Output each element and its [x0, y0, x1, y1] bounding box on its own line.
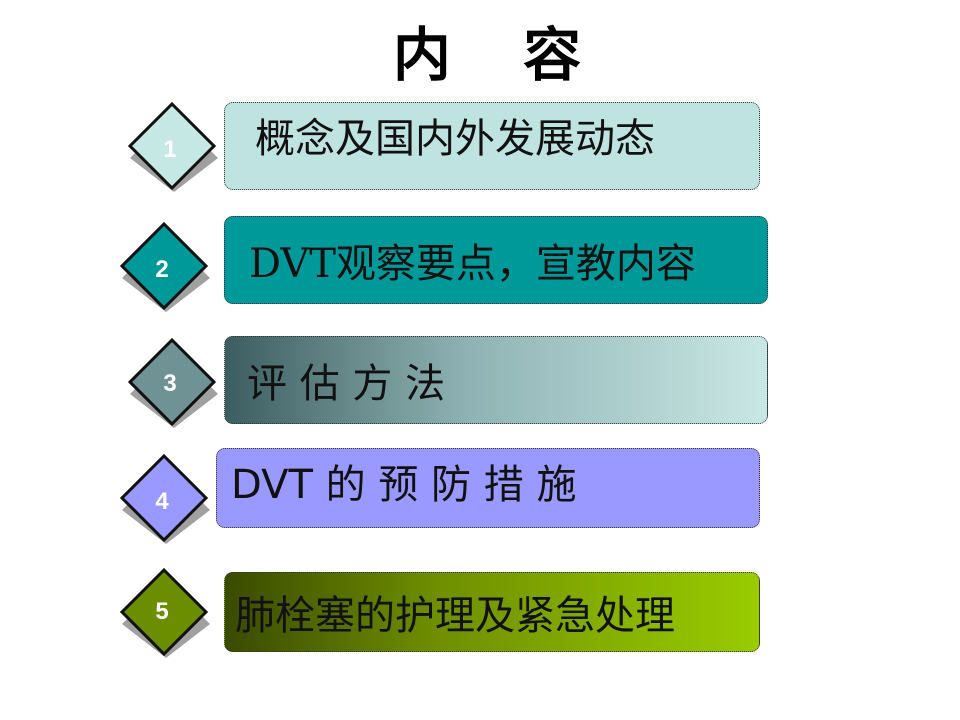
badge-number-5: 5	[155, 598, 169, 625]
number-badge-3: 3	[124, 334, 224, 434]
list-item-3: 3 评 估 方 法	[0, 334, 960, 434]
list-item-4: 4 DVT 的 预 防 措 施	[0, 446, 960, 546]
topic-label-1: 概念及国内外发展动态	[255, 116, 655, 162]
diamond-icon	[127, 101, 218, 192]
diamond-icon	[127, 337, 218, 428]
topic-label-3: 评 估 方 法	[247, 361, 446, 407]
list-item-1: 1 概念及国内外发展动态	[0, 98, 960, 198]
topic-label-4: DVT 的 预 防 措 施	[231, 462, 577, 508]
topic-box-2[interactable]: DVT观察要点，宣教内容	[224, 216, 768, 304]
number-badge-2: 2	[116, 218, 216, 318]
badge-number-4: 4	[155, 488, 169, 515]
topic-box-5[interactable]: 肺栓塞的护理及紧急处理	[224, 572, 760, 652]
badge-number-2: 2	[155, 256, 169, 283]
topic-box-4[interactable]: DVT 的 预 防 措 施	[216, 448, 760, 528]
topic-box-1[interactable]: 概念及国内外发展动态	[224, 102, 760, 190]
number-badge-4: 4	[116, 450, 216, 550]
topic-label-2: DVT观察要点，宣教内容	[249, 241, 696, 287]
badge-number-3: 3	[163, 370, 177, 397]
diamond-icon	[119, 221, 210, 312]
topic-label-5: 肺栓塞的护理及紧急处理	[235, 593, 675, 639]
number-badge-1: 1	[124, 98, 224, 198]
diamond-icon	[119, 567, 210, 658]
diamond-icon	[119, 453, 210, 544]
list-item-2: 2 DVT观察要点，宣教内容	[0, 214, 960, 314]
number-badge-5: 5	[116, 564, 216, 664]
slide-title: 内 容	[392, 21, 608, 89]
badge-number-1: 1	[163, 136, 177, 163]
topic-box-3[interactable]: 评 估 方 法	[224, 336, 768, 424]
list-item-5: 5 肺栓塞的护理及紧急处理	[0, 564, 960, 664]
